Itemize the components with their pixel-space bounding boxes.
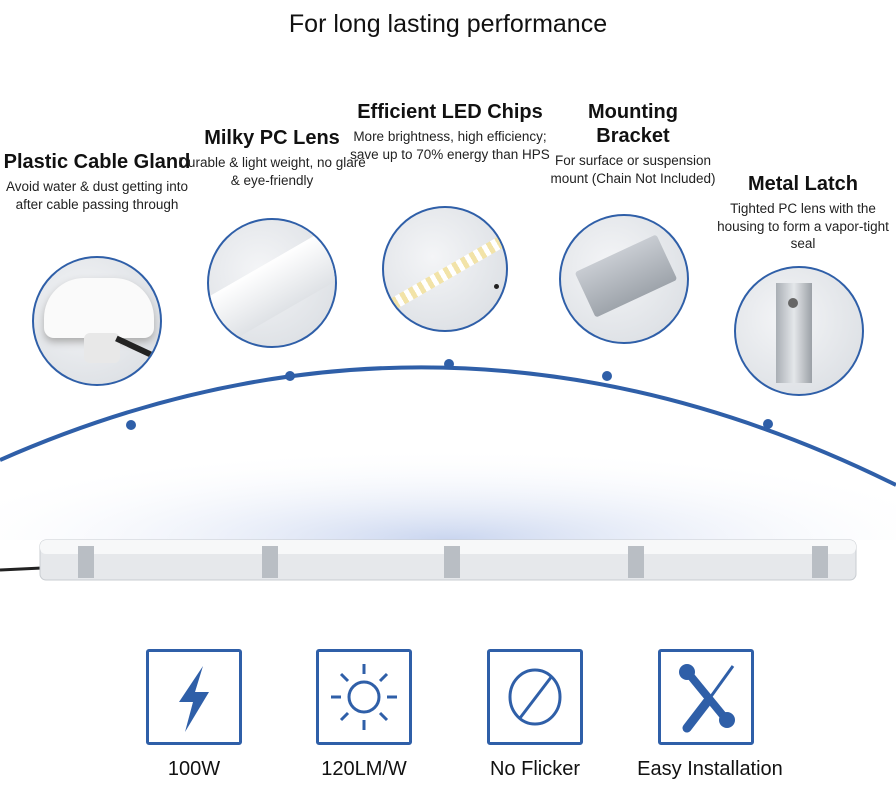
feature-cable-gland: Plastic Cable Gland Avoid water & dust g…: [2, 150, 192, 213]
mounting-bracket-image: [559, 214, 689, 344]
feature-led-chips: Efficient LED Chips More brightness, hig…: [345, 100, 555, 163]
no-flicker-icon: [508, 668, 562, 726]
fixture-latches: [78, 546, 828, 578]
lightning-icon: [179, 666, 209, 732]
feature-mounting-bracket: Mounting Bracket For surface or suspensi…: [543, 100, 723, 187]
feature-title: Efficient LED Chips: [357, 101, 543, 123]
spec-label: Easy Installation: [637, 758, 783, 780]
arc-dot: [763, 419, 773, 429]
arc-dot: [444, 359, 454, 369]
feature-title: Plastic Cable Gland: [3, 151, 191, 173]
feature-metal-latch: Metal Latch Tighted PC lens with the hou…: [712, 172, 894, 253]
spec-label: No Flicker: [489, 758, 580, 780]
sun-icon: [331, 664, 397, 730]
arc-dot: [285, 371, 295, 381]
spec-box-power: [146, 649, 242, 745]
metal-latch-image: [734, 266, 864, 396]
cable-gland-image: [32, 256, 162, 386]
arc-dot: [126, 420, 136, 430]
spec-box-flicker: [487, 649, 583, 745]
led-chips-image: [382, 206, 508, 332]
feature-desc: Durable & light weight, no glare & eye-f…: [178, 155, 366, 188]
spec-label: 120LM/W: [321, 758, 407, 780]
feature-desc: For surface or suspension mount (Chain N…: [550, 153, 716, 186]
arc-dot: [602, 371, 612, 381]
page-title: For long lasting performance: [288, 10, 608, 38]
feature-title: Mounting Bracket: [588, 101, 678, 147]
feature-title: Metal Latch: [747, 173, 859, 195]
spec-box-installation: [658, 649, 754, 745]
feature-desc: Tighted PC lens with the housing to form…: [717, 201, 889, 251]
arc-and-fixture: [0, 359, 896, 581]
light-glow: [0, 385, 896, 540]
feature-title: Milky PC Lens: [204, 127, 340, 149]
feature-desc: Avoid water & dust getting into after ca…: [5, 179, 189, 212]
spec-box-efficacy: [316, 649, 412, 745]
feature-desc: More brightness, high efficiency; save u…: [350, 129, 550, 162]
feature-pc-lens: Milky PC Lens Durable & light weight, no…: [177, 126, 367, 189]
pc-lens-image: [207, 218, 337, 348]
spec-label: 100W: [167, 758, 221, 780]
tools-icon: [679, 664, 735, 733]
power-cable: [0, 566, 43, 572]
